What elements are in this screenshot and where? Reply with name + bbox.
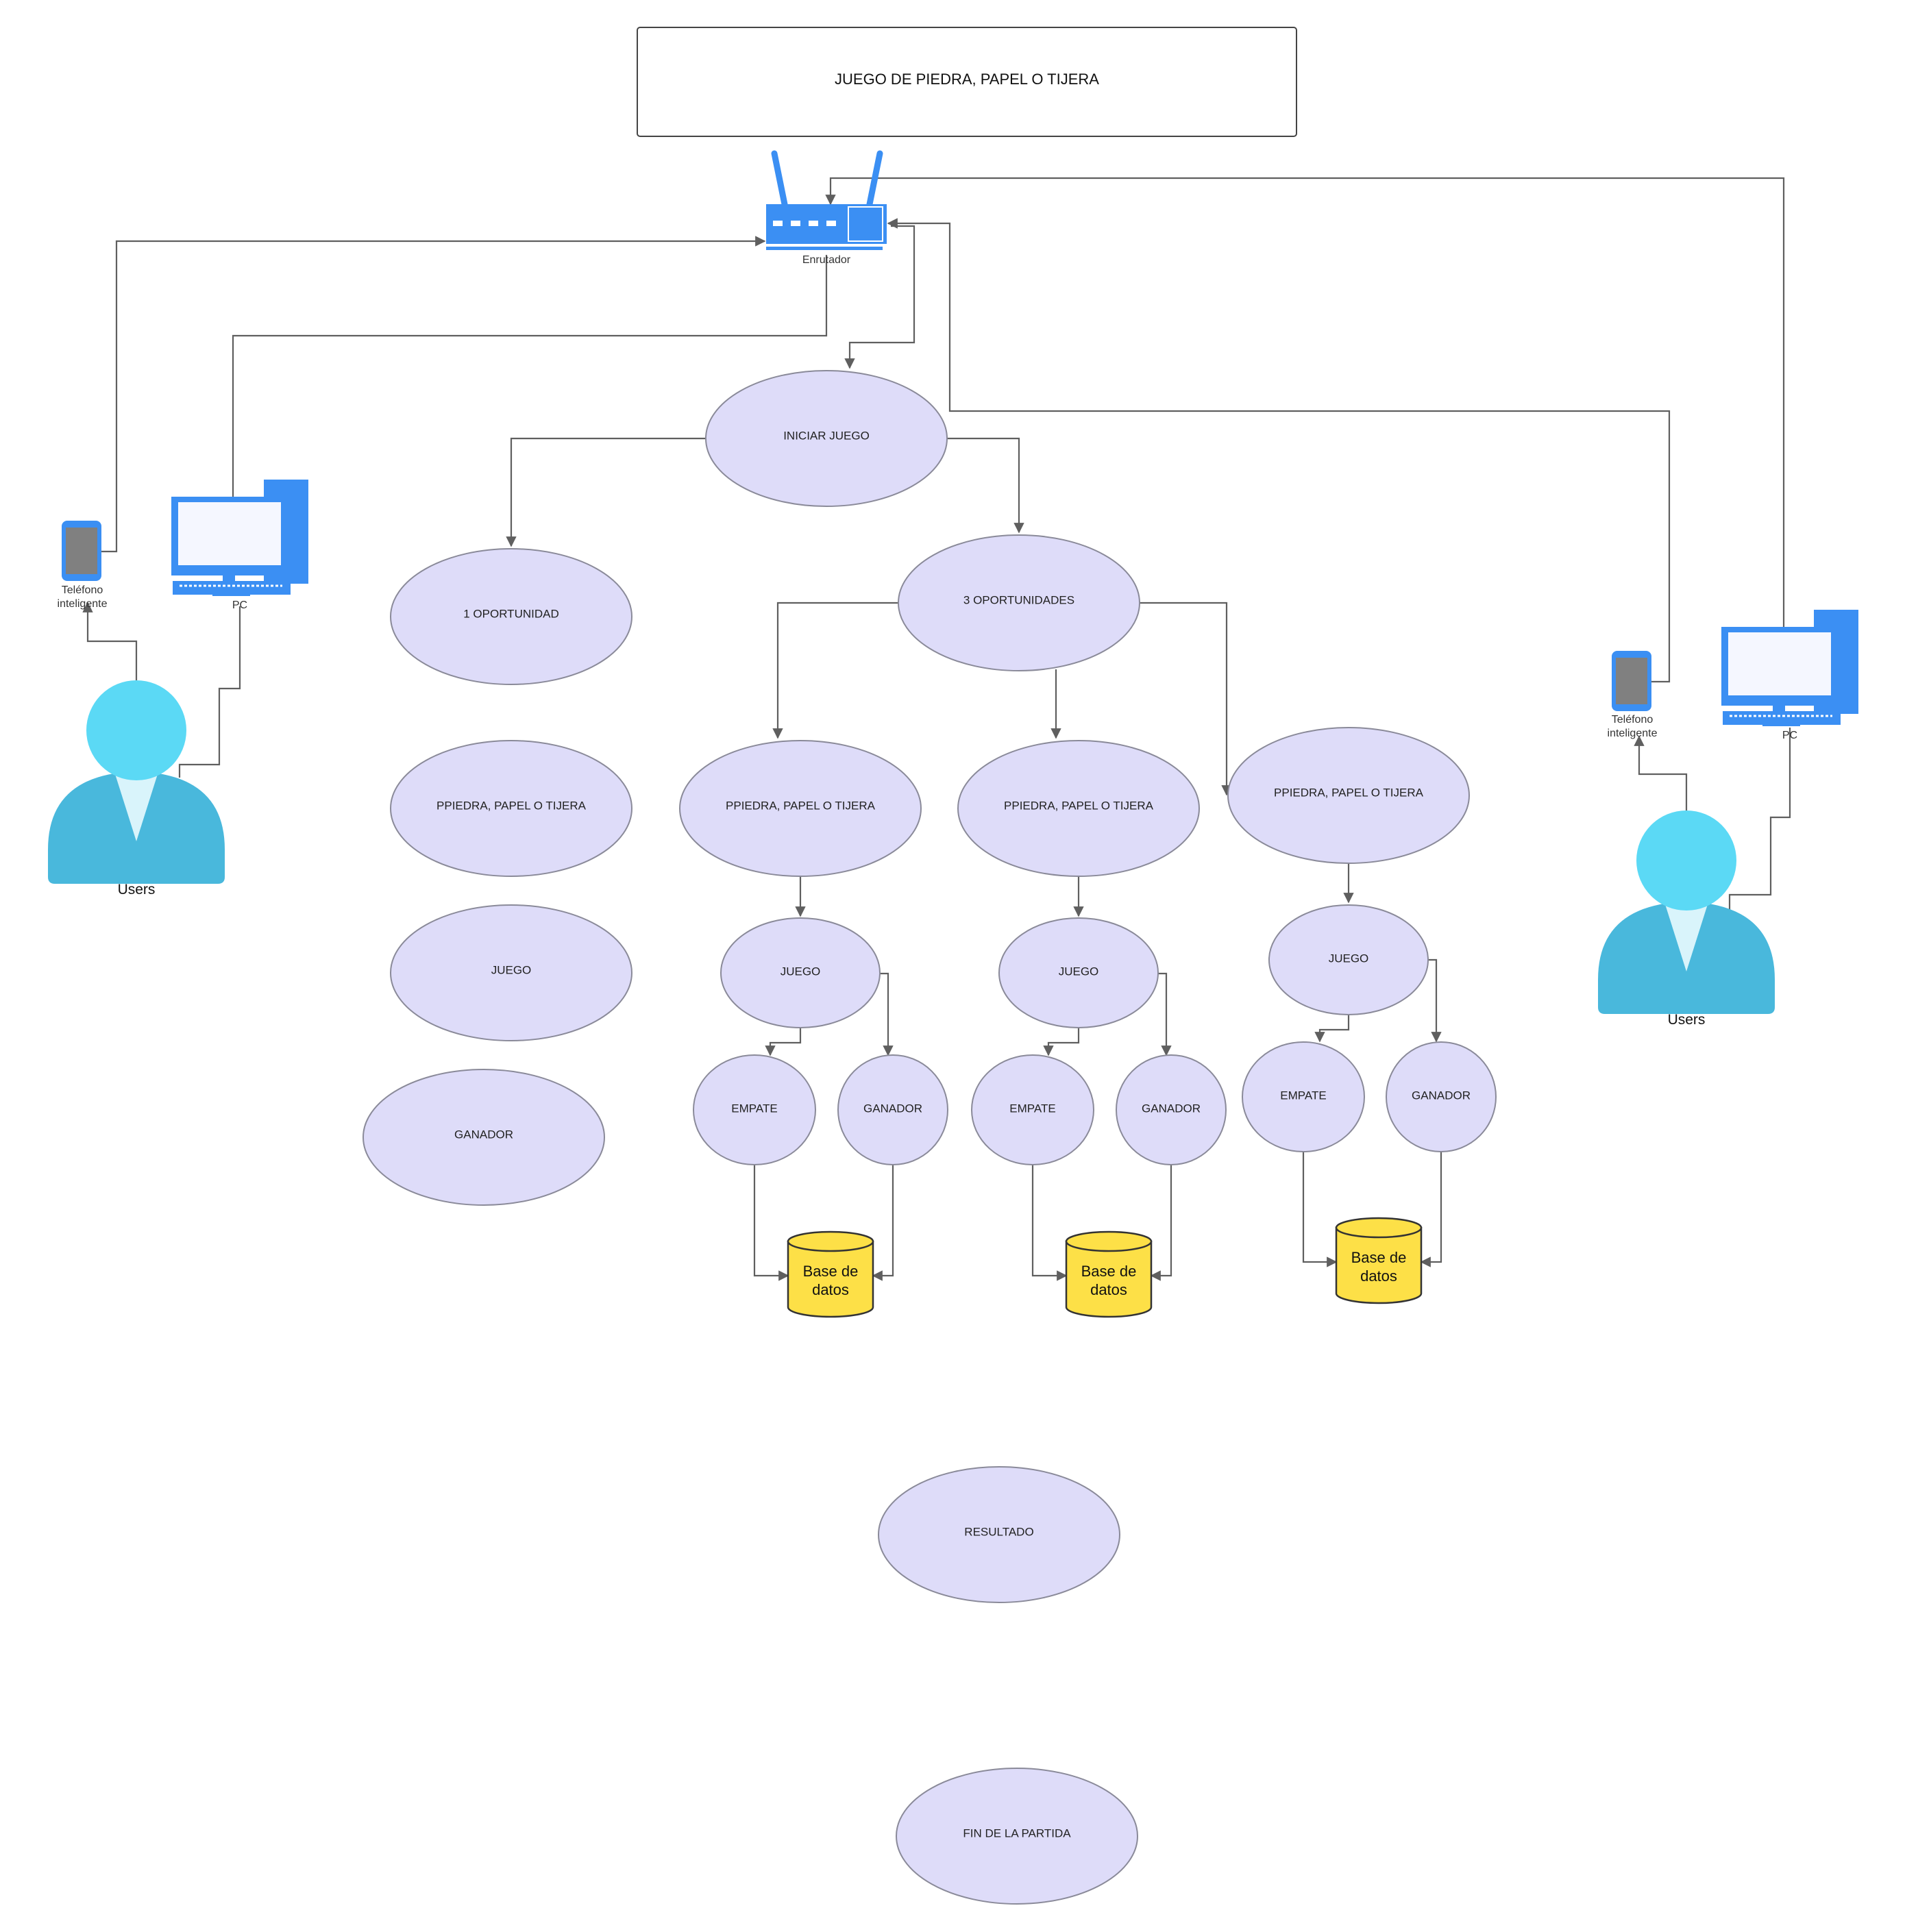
connector-iniciar-tres bbox=[947, 437, 1024, 534]
node-resultado: RESULTADO bbox=[878, 1466, 1120, 1603]
phone-right-label-line2: inteligente bbox=[1608, 728, 1658, 739]
node-ganador-3-label: GANADOR bbox=[1412, 1089, 1471, 1102]
phone-left-icon: Teléfono inteligente bbox=[58, 521, 108, 610]
node-fin-partida: FIN DE LA PARTIDA bbox=[896, 1768, 1138, 1905]
pc-left-label: PC bbox=[232, 599, 247, 611]
connector-phone-right-router bbox=[887, 218, 1671, 683]
connectors bbox=[82, 177, 1791, 1281]
phone-right-label-line1: Teléfono bbox=[1612, 714, 1654, 726]
pc-left-icon: PC bbox=[171, 480, 308, 611]
node-una-label: 1 OPORTUNIDAD bbox=[463, 607, 559, 620]
connector-router-iniciar bbox=[844, 225, 915, 369]
connector-user-right-pc bbox=[1728, 728, 1791, 910]
database-1-label-line1: Base de bbox=[803, 1263, 859, 1280]
database-2-label-line2: datos bbox=[1090, 1281, 1127, 1298]
node-ppt-1: PPIEDRA, PAPEL O TIJERA bbox=[679, 740, 922, 877]
node-juego-3: JUEGO bbox=[1268, 904, 1429, 1015]
user-right-icon: Users bbox=[1598, 810, 1775, 1028]
connector-phone-left-router bbox=[101, 236, 766, 553]
router-icon: Enrutador bbox=[766, 150, 887, 266]
database-3-icon: Base de datos bbox=[1335, 1217, 1423, 1304]
connector-pc-right-router bbox=[825, 177, 1785, 633]
database-3-label-line2: datos bbox=[1360, 1267, 1397, 1285]
node-ganador-2: GANADOR bbox=[1116, 1054, 1227, 1165]
node-ppt-3: PPIEDRA, PAPEL O TIJERA bbox=[1227, 727, 1470, 864]
database-2-icon: Base de datos bbox=[1065, 1230, 1153, 1318]
connector-user-left-phone bbox=[82, 602, 138, 680]
phone-left-label-line1: Teléfono bbox=[62, 584, 103, 596]
database-1-label-line2: datos bbox=[812, 1281, 849, 1298]
node-ganador-3: GANADOR bbox=[1386, 1041, 1497, 1152]
node-empate-3: EMPATE bbox=[1242, 1041, 1365, 1152]
connector-juego2-empate2 bbox=[1043, 1028, 1080, 1056]
node-ppt-3-label: PPIEDRA, PAPEL O TIJERA bbox=[1274, 786, 1424, 799]
node-juego-3-label: JUEGO bbox=[1329, 952, 1369, 965]
node-ppt-left: PPIEDRA, PAPEL O TIJERA bbox=[390, 740, 632, 877]
user-left-icon: Users bbox=[48, 680, 225, 897]
connector-empate2-db2 bbox=[1031, 1165, 1068, 1281]
connector-tres-ppt1 bbox=[772, 602, 898, 739]
node-empate-1: EMPATE bbox=[693, 1054, 816, 1165]
node-una-oportunidad: 1 OPORTUNIDAD bbox=[390, 548, 632, 685]
node-ganador-left-label: GANADOR bbox=[454, 1128, 513, 1141]
node-juego-2: JUEGO bbox=[998, 917, 1159, 1028]
node-ppt-1-label: PPIEDRA, PAPEL O TIJERA bbox=[726, 799, 876, 812]
node-juego-2-label: JUEGO bbox=[1059, 965, 1099, 978]
diagram-title: JUEGO DE PIEDRA, PAPEL O TIJERA bbox=[835, 71, 1099, 88]
connector-juego1-empate1 bbox=[765, 1028, 802, 1056]
node-empate-2-label: EMPATE bbox=[1009, 1102, 1055, 1115]
node-empate-3-label: EMPATE bbox=[1280, 1089, 1326, 1102]
node-tres-oportunidades: 3 OPORTUNIDADES bbox=[898, 534, 1140, 671]
phone-left-label-line2: inteligente bbox=[58, 598, 108, 610]
connector-ganador2-db2 bbox=[1150, 1165, 1172, 1281]
node-ganador-2-label: GANADOR bbox=[1142, 1102, 1201, 1115]
node-empate-1-label: EMPATE bbox=[731, 1102, 777, 1115]
database-1-icon: Base de datos bbox=[787, 1230, 874, 1318]
connector-ganador3-db3 bbox=[1420, 1152, 1442, 1267]
connector-tres-ppt3 bbox=[1140, 602, 1232, 796]
user-right-label: Users bbox=[1668, 1012, 1706, 1028]
node-fin-label: FIN DE LA PARTIDA bbox=[963, 1826, 1071, 1840]
connector-user-right-phone bbox=[1634, 735, 1688, 813]
connector-juego3-empate3 bbox=[1314, 1015, 1350, 1043]
connector-empate1-db1 bbox=[753, 1165, 789, 1281]
phone-right-icon: Teléfono inteligente bbox=[1608, 651, 1658, 739]
node-iniciar-label: INICIAR JUEGO bbox=[783, 429, 870, 442]
connector-empate3-db3 bbox=[1302, 1152, 1338, 1267]
database-2-label-line1: Base de bbox=[1081, 1263, 1137, 1280]
node-iniciar-juego: INICIAR JUEGO bbox=[705, 370, 948, 507]
database-3-label-line1: Base de bbox=[1351, 1249, 1407, 1266]
node-empate-2: EMPATE bbox=[971, 1054, 1094, 1165]
node-ppt-2-label: PPIEDRA, PAPEL O TIJERA bbox=[1004, 799, 1154, 812]
node-resultado-label: RESULTADO bbox=[964, 1525, 1033, 1538]
connector-user-left-pc bbox=[178, 606, 241, 778]
connector-iniciar-una bbox=[506, 437, 706, 547]
pc-right-icon: PC bbox=[1721, 610, 1858, 741]
connector-juego2-ganador2 bbox=[1158, 972, 1172, 1056]
node-juego-1-label: JUEGO bbox=[781, 965, 821, 978]
node-ganador-1-label: GANADOR bbox=[863, 1102, 922, 1115]
user-left-label: Users bbox=[118, 882, 156, 897]
pc-right-label: PC bbox=[1782, 730, 1797, 741]
node-ppt-2: PPIEDRA, PAPEL O TIJERA bbox=[957, 740, 1200, 877]
node-juego-left: JUEGO bbox=[390, 904, 632, 1041]
node-ppt-left-label: PPIEDRA, PAPEL O TIJERA bbox=[437, 799, 587, 812]
title-box: JUEGO DE PIEDRA, PAPEL O TIJERA bbox=[637, 27, 1297, 137]
connector-pc-left-router bbox=[232, 255, 828, 500]
connector-ganador1-db1 bbox=[872, 1165, 894, 1281]
node-ganador-1: GANADOR bbox=[837, 1054, 948, 1165]
node-ganador-left: GANADOR bbox=[362, 1069, 605, 1206]
connector-juego3-ganador3 bbox=[1428, 958, 1442, 1043]
node-tres-label: 3 OPORTUNIDADES bbox=[963, 593, 1074, 606]
connector-juego1-ganador1 bbox=[880, 972, 894, 1056]
node-juego-left-label: JUEGO bbox=[491, 963, 532, 976]
router-label: Enrutador bbox=[802, 254, 851, 266]
node-juego-1: JUEGO bbox=[720, 917, 881, 1028]
